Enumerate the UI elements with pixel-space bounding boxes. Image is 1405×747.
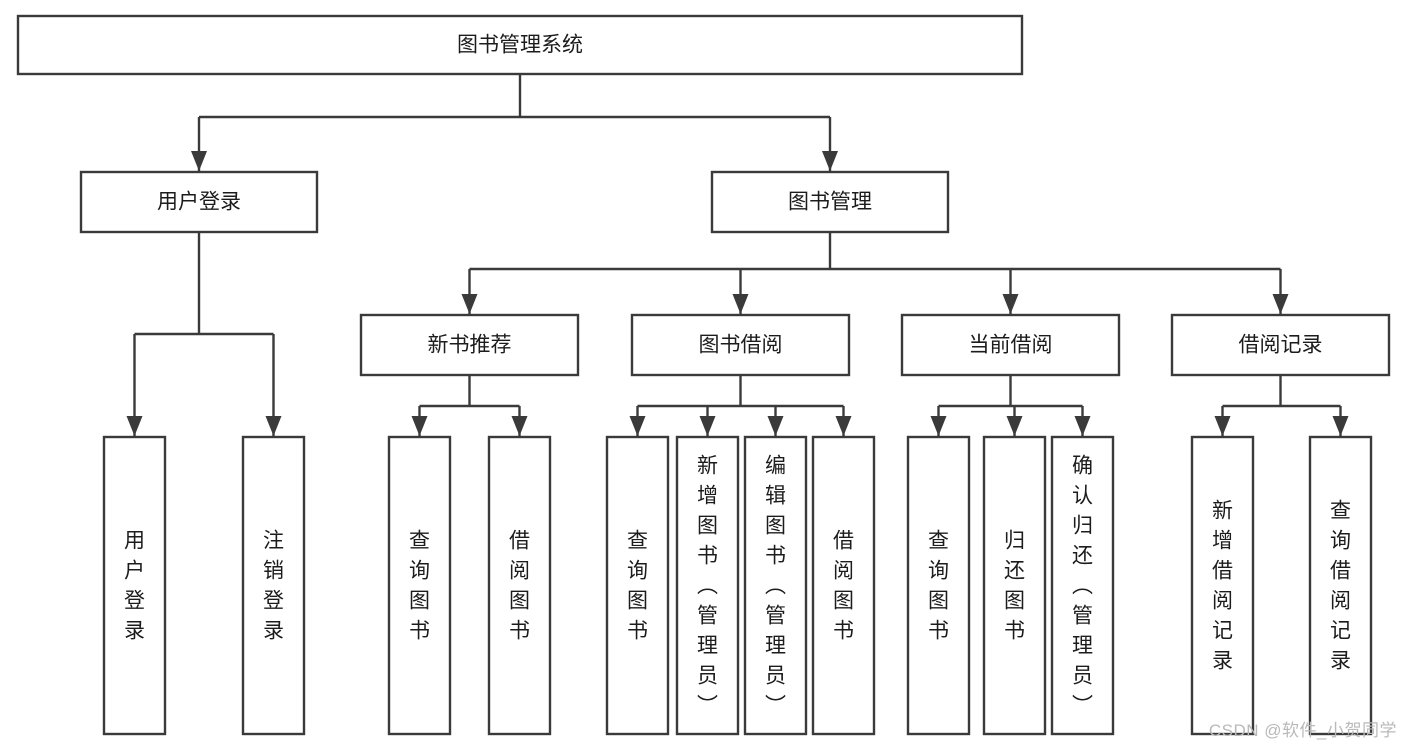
connector-layer [126,74,1349,436]
edges-from-new-book-rec [411,375,528,436]
node-label: 查询借阅记录 [1330,500,1351,673]
node-current-borrow[interactable]: 当前借阅 [900,313,1121,377]
node-box [605,435,670,736]
arrow-head [835,416,852,436]
node-box [811,435,876,736]
node-label: 查询图书 [928,530,949,643]
node-leaf-borrow-book-rec[interactable]: 借阅图书 [487,435,552,736]
node-box [710,170,950,234]
node-leaf-edit-book[interactable]: 编辑图书︵管理员︶ [743,435,808,736]
node-label: 用户登录 [124,530,145,643]
node-label: 借阅记录 [1239,334,1323,357]
arrow-head [930,416,947,436]
edges-from-book-manage [461,232,1289,314]
node-box [16,14,1024,76]
node-label: 图书管理系统 [457,34,583,57]
node-box [675,435,740,736]
arrow-head [1074,416,1091,436]
node-box [1308,435,1373,736]
node-label: 归还图书 [1004,530,1025,643]
node-box [906,435,971,736]
node-new-book-rec[interactable]: 新书推荐 [359,313,580,377]
node-label: 新增图书︵管理员︶ [697,455,718,718]
edges-from-current-borrow [930,375,1091,436]
node-box [387,435,452,736]
node-label: 注销登录 [263,530,284,643]
node-label: 当前借阅 [969,334,1053,357]
arrow-head [732,294,749,314]
node-user-login[interactable]: 用户登录 [79,170,319,234]
arrow-head [265,416,282,436]
arrow-head [126,416,143,436]
node-leaf-borrow-book[interactable]: 借阅图书 [811,435,876,736]
node-box [1050,435,1115,736]
node-leaf-return-book[interactable]: 归还图书 [982,435,1047,736]
node-box [743,435,808,736]
edges-from-borrow-record [1214,375,1349,436]
node-label: 新书推荐 [428,334,512,357]
arrow-head [629,416,646,436]
node-leaf-user-login[interactable]: 用户登录 [102,435,167,736]
arrow-head [699,416,716,436]
node-leaf-add-record[interactable]: 新增借阅记录 [1190,435,1255,736]
node-label: 图书借阅 [699,334,783,357]
node-root[interactable]: 图书管理系统 [16,14,1024,76]
arrow-head [1214,416,1231,436]
node-label: 确认归还︵管理员︶ [1072,455,1093,718]
node-label: 用户登录 [157,191,241,214]
node-box [900,313,1121,377]
node-leaf-query-record[interactable]: 查询借阅记录 [1308,435,1373,736]
arrow-head [822,151,838,171]
node-box [982,435,1047,736]
node-box [630,313,851,377]
node-label: 查询图书 [627,530,648,643]
edges-from-user-login [126,232,282,436]
arrow-head [767,416,784,436]
node-book-manage[interactable]: 图书管理 [710,170,950,234]
node-box [79,170,319,234]
arrow-head [1006,416,1023,436]
edges-from-book-borrow [629,375,852,436]
node-box [241,435,306,736]
node-box [359,313,580,377]
csdn-watermark: CSDN @软件_小贺同学 [1208,721,1397,740]
node-label: 新增借阅记录 [1212,500,1233,673]
node-label: 查询图书 [409,530,430,643]
arrow-head [461,294,478,314]
node-borrow-record[interactable]: 借阅记录 [1170,313,1391,377]
node-book-borrow[interactable]: 图书借阅 [630,313,851,377]
node-leaf-confirm-return[interactable]: 确认归还︵管理员︶ [1050,435,1115,736]
arrow-head [191,151,207,171]
node-leaf-logout[interactable]: 注销登录 [241,435,306,736]
node-layer: 图书管理系统用户登录图书管理新书推荐图书借阅当前借阅借阅记录用户登录注销登录查询… [16,14,1391,736]
edges-from-root [191,74,838,171]
node-label: 借阅图书 [509,530,530,643]
arrow-head [1272,294,1289,314]
node-label: 借阅图书 [833,530,854,643]
node-leaf-query-book-cur[interactable]: 查询图书 [906,435,971,736]
node-leaf-query-book-rec[interactable]: 查询图书 [387,435,452,736]
node-box [102,435,167,736]
node-box [487,435,552,736]
node-leaf-query-book-borrow[interactable]: 查询图书 [605,435,670,736]
node-label: 图书管理 [788,191,872,214]
node-box [1170,313,1391,377]
node-leaf-add-book[interactable]: 新增图书︵管理员︶ [675,435,740,736]
node-label: 编辑图书︵管理员︶ [765,455,786,718]
arrow-head [1002,294,1019,314]
arrow-head [1332,416,1349,436]
arrow-head [511,416,528,436]
arrow-head [411,416,428,436]
node-box [1190,435,1255,736]
